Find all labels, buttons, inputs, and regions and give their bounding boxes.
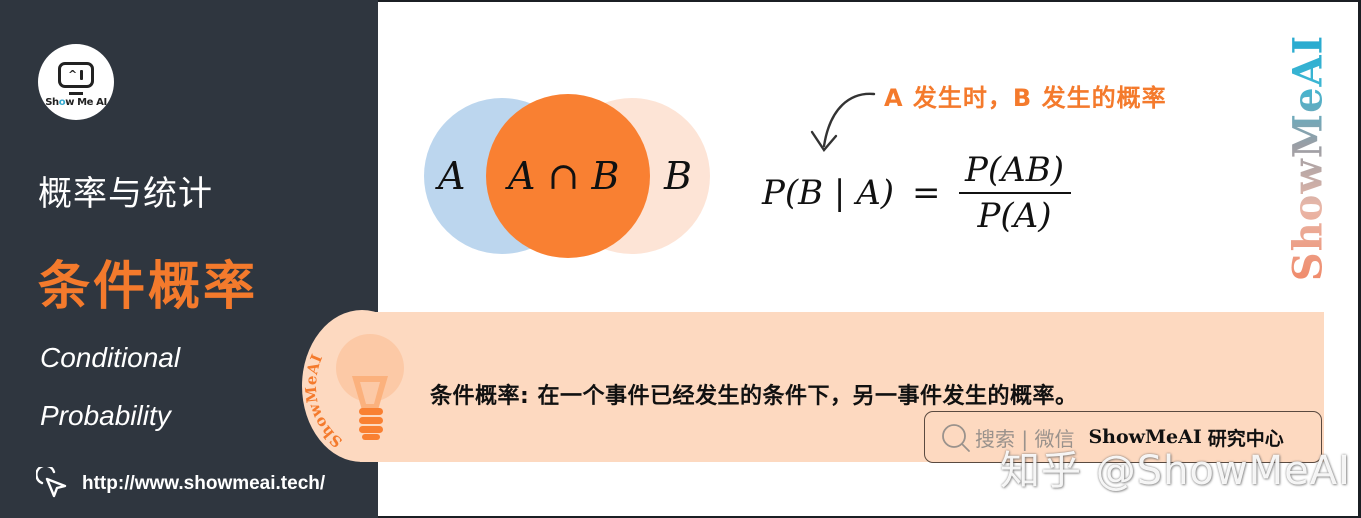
search-org: 研究中心 [1207,427,1284,450]
website-url[interactable]: http://www.showmeai.tech/ [82,473,326,494]
search-hint: 搜索 | 微信 [975,426,1075,451]
label-b: B [664,154,692,198]
showmeai-logo: ^ Show Me AI [38,44,114,120]
label-intersection: A ∩ B [508,154,620,198]
subject-heading: 概率与统计 [38,174,213,214]
showmeai-bulb-badge: ShowMeAI [302,310,422,462]
search-brand: ShowMeAI [1088,426,1202,448]
english-title-line2: Probability [40,400,171,431]
conditional-probability-formula: P(B | A) = P(AB) P(A) [762,150,1071,236]
cursor-click-icon [36,467,67,498]
search-box[interactable]: 搜索 | 微信 ShowMeAI 研究中心 [924,411,1322,463]
curved-arrow-icon [810,92,876,152]
definition-banner [360,312,1324,462]
formula-fraction: P(AB) P(A) [958,150,1071,236]
formula-numerator: P(AB) [965,150,1064,190]
label-a: A [438,154,466,198]
lightbulb-icon [336,334,404,402]
zhihu-watermark: 知乎 @ShowMeAI [1000,448,1351,494]
sidebar: ^ Show Me AI 概率与统计 条件概率 Conditional Prob… [0,0,378,518]
formula-equals: = [912,173,941,213]
website-link[interactable]: http://www.showmeai.tech/ [36,467,325,501]
intersection-region [486,94,650,258]
formula-lhs: P(B | A) [762,173,895,213]
vertical-brand-logo: ShowMeAI [1284,34,1332,282]
logo-brand-text: Show Me AI [45,97,107,108]
venn-diagram: A A ∩ B B [420,60,720,292]
definition-text: 条件概率: 在一个事件已经发生的条件下，另一事件发生的概率。 [430,384,1078,409]
english-title-line1: Conditional [40,342,181,373]
monitor-icon: ^ [58,62,94,88]
search-icon [942,424,970,452]
page-title: 条件概率 [38,257,259,317]
formula-annotation: A 发生时，B 发生的概率 [884,84,1167,112]
formula-denominator: P(A) [977,196,1052,236]
